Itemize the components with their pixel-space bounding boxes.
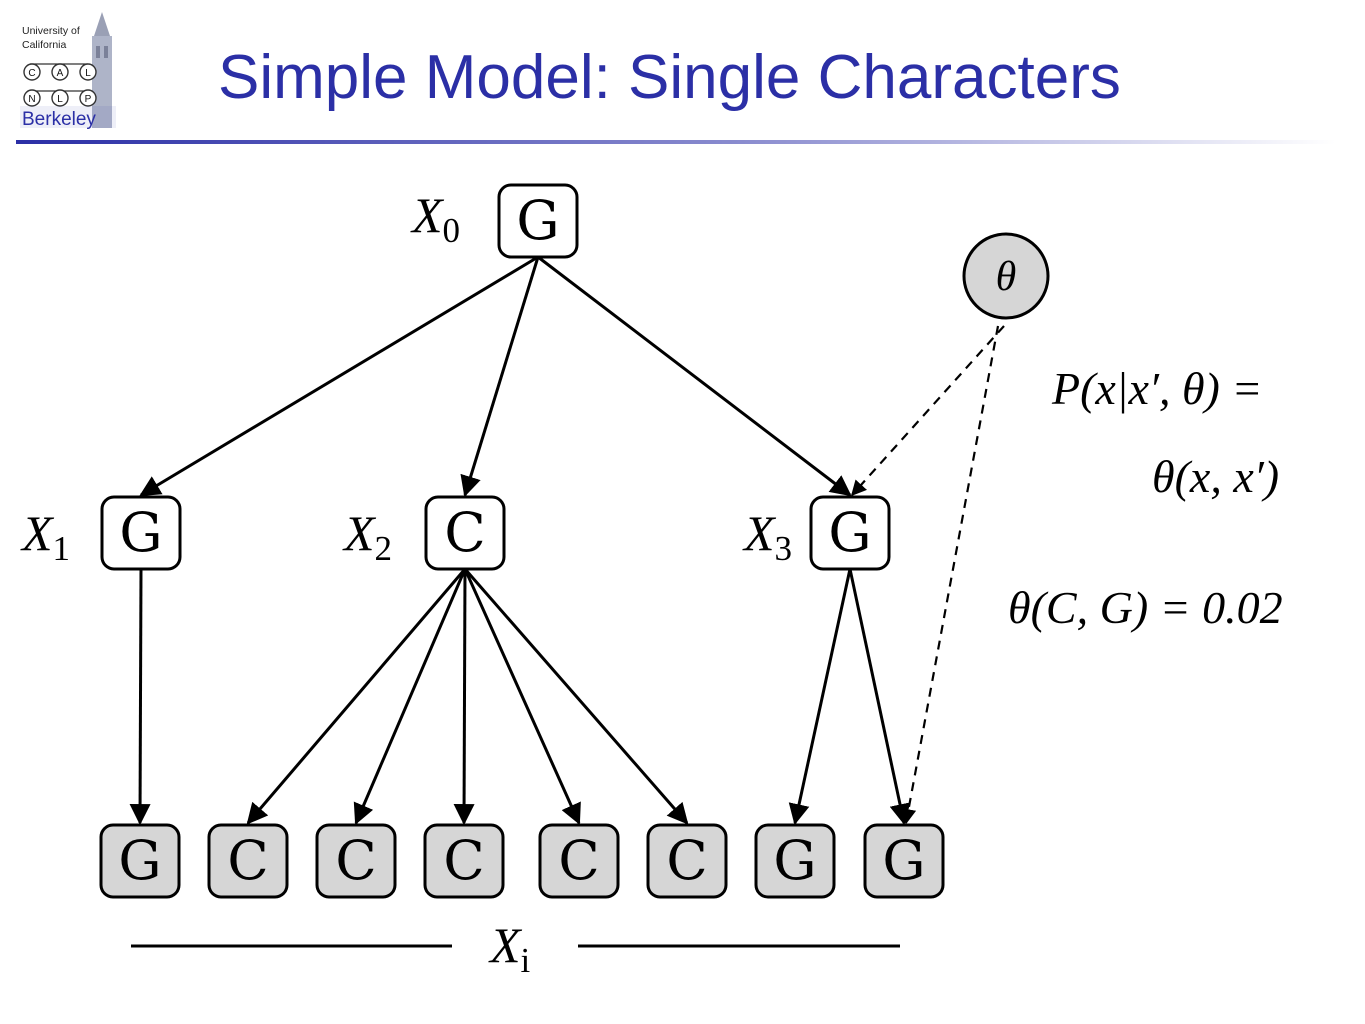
label-x0: X0 (410, 187, 460, 250)
svg-text:Berkeley: Berkeley (22, 109, 96, 130)
node-x3-symbol: G (828, 501, 871, 564)
edge-x2-leaf-6 (463, 568, 689, 825)
node-x1-symbol: G (119, 501, 162, 564)
node-x3: G (809, 495, 891, 571)
leaf-node: C (538, 823, 620, 899)
edge-x1-leaf-1 (129, 568, 151, 826)
leaf-node: G (863, 823, 945, 899)
label-x2: X2 (342, 505, 392, 568)
svg-text:California: California (22, 39, 67, 51)
logo-letter: P (85, 94, 92, 105)
logo-letter: A (57, 68, 64, 79)
edge-x0-x1 (139, 255, 539, 497)
edge-x0-x2 (460, 256, 540, 498)
berkeley-calnlp-logo: University of California C A L N L P Berkeley (18, 6, 128, 132)
leaf-node-symbol: G (118, 829, 161, 892)
label-x1: X1 (20, 505, 70, 568)
logo-letter-circle (79, 63, 97, 81)
edge-theta-leaf-8 (900, 325, 1000, 825)
title-divider (16, 140, 1336, 144)
edge-x0-x3 (537, 255, 852, 497)
theta-circle (962, 232, 1050, 320)
logo-letter-circle (79, 89, 97, 107)
leaf-node: C (646, 823, 728, 899)
edge-x3-leaf-7 (788, 568, 852, 826)
leaf-node-symbol: C (558, 829, 599, 892)
label-x3: X3 (742, 505, 792, 568)
equation-theta-value: θ(C, G) = 0.02 (1008, 582, 1283, 633)
leaf-node-box (646, 823, 728, 899)
node-x1-box (100, 495, 182, 571)
leaf-node: G (99, 823, 181, 899)
node-x2-symbol: C (444, 501, 485, 564)
logo-letter-circle (23, 63, 41, 81)
edge-theta-x3 (850, 325, 1005, 497)
edge-x2-leaf-3 (353, 568, 467, 825)
edge-x3-leaf-8 (848, 568, 911, 826)
leaf-node-symbol: C (443, 829, 484, 892)
leaf-node-symbol: C (335, 829, 376, 892)
logo-letter: L (85, 68, 91, 79)
equation-conditional: P(x|x′, θ) = (1051, 363, 1262, 414)
logo-letter: N (28, 94, 35, 105)
node-x0-box (497, 183, 579, 259)
node-x1: G (100, 495, 182, 571)
node-x3-box (809, 495, 891, 571)
leaf-node-box (207, 823, 289, 899)
node-x0-symbol: G (516, 189, 559, 252)
leaf-node: C (207, 823, 289, 899)
logo-letter: C (28, 68, 35, 79)
leaf-node: C (423, 823, 505, 899)
edge-x2-leaf-4 (453, 568, 475, 826)
leaf-node-box (863, 823, 945, 899)
equation-theta-def: θ(x, x′) (1152, 451, 1279, 502)
leaf-node-box (423, 823, 505, 899)
leaf-node-box (99, 823, 181, 899)
logo-letter-circle (51, 89, 69, 107)
theta-node: θ (962, 232, 1050, 320)
logo-letter-circle (51, 63, 69, 81)
leaf-node-box (754, 823, 836, 899)
leaf-node: C (315, 823, 397, 899)
leaf-node-box (538, 823, 620, 899)
svg-text:University of: University of (22, 25, 80, 37)
leaf-node-symbol: C (227, 829, 268, 892)
leaf-node: G (754, 823, 836, 899)
logo-letter-circle (23, 89, 41, 107)
logo-letter: L (57, 94, 63, 105)
node-x2-box (424, 495, 506, 571)
edge-x2-leaf-5 (463, 568, 581, 825)
node-x0: G (497, 183, 579, 259)
leaf-node-box (315, 823, 397, 899)
theta-symbol: θ (996, 254, 1017, 300)
node-x2: C (424, 495, 506, 571)
leaf-node-symbol: C (666, 829, 707, 892)
slide-title: Simple Model: Single Characters (218, 43, 1121, 112)
label-xi: Xi (488, 917, 531, 980)
leaf-node-symbol: G (773, 829, 816, 892)
leaf-node-symbol: G (882, 829, 925, 892)
edge-x2-leaf-2 (246, 568, 467, 825)
